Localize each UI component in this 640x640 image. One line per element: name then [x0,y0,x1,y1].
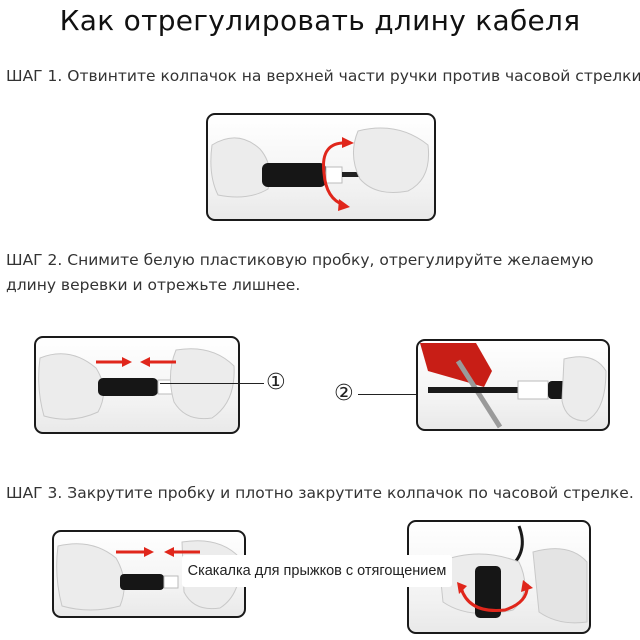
handle [262,163,326,187]
left-glove [56,543,125,611]
product-caption: Скакалка для прыжков с отягощением [182,555,452,587]
step-3-photo-right [407,520,591,634]
step-1-photo [206,113,436,221]
step-2-photo-left [34,336,240,434]
scissors-handle [420,343,492,387]
arrow-right-head [122,357,132,367]
callout-line-1 [160,383,264,384]
rotate-arrow-path [322,141,349,207]
step-1-illustration [210,127,430,211]
page-title: Как отрегулировать длину кабеля [59,4,581,37]
step-2-text: ШАГ 2. Снимите белую пластиковую пробку,… [6,251,594,269]
arrow-left-head [164,547,174,557]
cable [428,387,548,393]
rotate-arrow-head [342,137,354,148]
step-3-text: ШАГ 3. Закрутите пробку и плотно закрути… [6,484,634,502]
handle [475,566,501,618]
scissors-blade [455,359,503,429]
left-glove [38,353,104,420]
right-glove [353,127,430,193]
glove [561,356,607,422]
white-plug [325,166,343,184]
handle [98,378,158,396]
step-3-right-illustration [438,525,588,624]
rotate-arrow-head [338,199,350,211]
rotate-arrow-head [457,582,467,594]
arrow-right-head [144,547,154,557]
step-2-photo-right [416,339,610,431]
callout-2: ② [334,381,354,406]
white-plug [517,380,549,400]
step-2-right-illustration [420,343,607,429]
handle [120,574,164,590]
step-2-text-continued: длину веревки и отрежьте лишнее. [6,276,301,294]
left-glove [210,137,271,198]
arrow-left-head [140,357,150,367]
callout-1: ① [266,370,286,395]
white-plug [163,575,179,589]
rotate-arrow-head [521,580,533,592]
rotate-arrow-path [459,583,529,613]
step-1-text: ШАГ 1. Отвинтите колпачок на верхней час… [6,67,640,85]
step-2-left-illustration [38,348,235,420]
callout-line-2 [358,394,450,395]
right-glove [532,548,588,624]
